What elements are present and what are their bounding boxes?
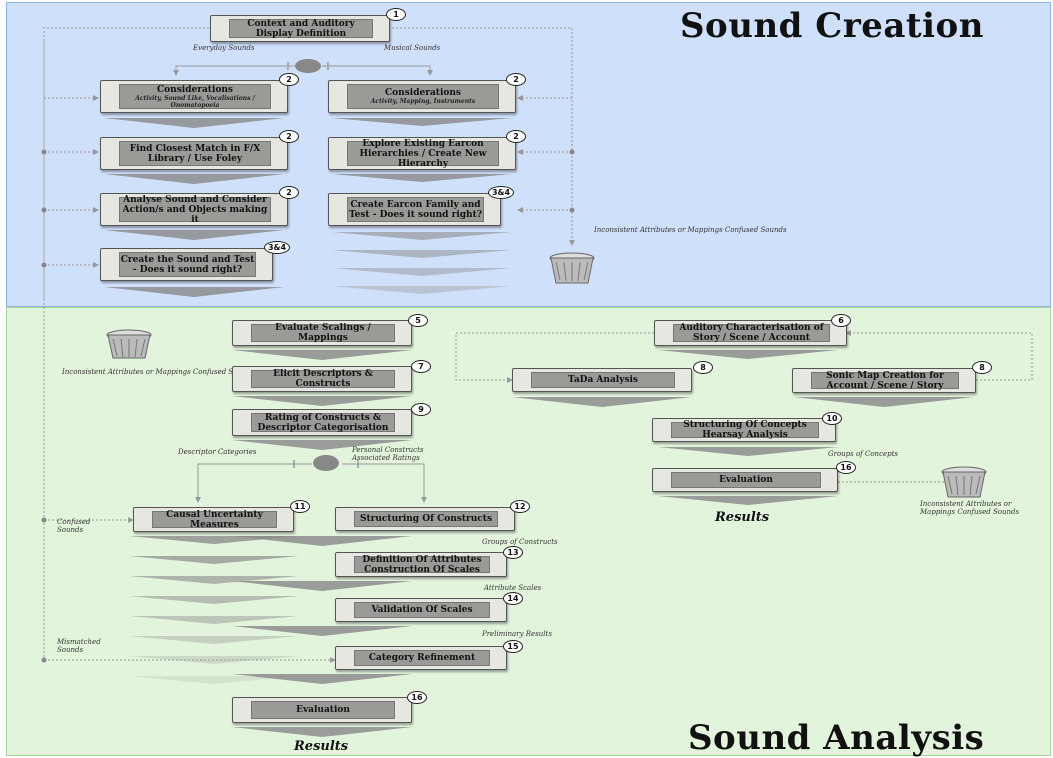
step-badge: 2: [279, 130, 299, 143]
context-definition-label: Context and Auditory Display Definition: [230, 19, 372, 39]
box-title: Elicit Descriptors & Constructs: [252, 369, 394, 389]
step-badge: 2: [279, 186, 299, 199]
structuring-constructs-box: Structuring Of Constructs: [335, 507, 515, 531]
box-title: Causal Uncertainty Measures: [153, 510, 276, 530]
evaluation-box: Evaluation: [232, 697, 412, 723]
box-title: Considerations: [385, 88, 461, 98]
context-definition-box: Context and Auditory Display Definition: [210, 15, 390, 42]
step-badge: 3&4: [488, 186, 514, 199]
box-title: Evaluation: [296, 705, 350, 715]
evaluate-scalings-box: Evaluate Scalings / Mappings: [232, 320, 412, 346]
analysis-discard-label: Inconsistent Attributes or Mappings Conf…: [62, 368, 255, 376]
box-title: Considerations: [157, 85, 233, 95]
step-badge: 16: [836, 461, 856, 474]
rating-constructs-box: Rating of Constructs & Descriptor Catego…: [232, 409, 412, 436]
groups-of-concepts-label: Groups of Concepts: [828, 450, 898, 458]
earcon-family-box: Create Earcon Family and Test - Does it …: [328, 193, 501, 226]
box-title: Rating of Constructs & Descriptor Catego…: [252, 413, 394, 433]
preliminary-results-label: Preliminary Results: [482, 630, 552, 638]
box-subtitle: Activity, Mapping, Instruments: [371, 98, 475, 105]
box-subtitle: Activity, Sound Like, Vocalisations / On…: [120, 95, 270, 109]
attribute-scales-label: Attribute Scales: [484, 584, 541, 592]
step-badge: 16: [407, 691, 427, 704]
step-badge: 8: [693, 361, 713, 374]
box-title: Create Earcon Family and Test - Does it …: [348, 200, 483, 220]
box-title: Create the Sound and Test - Does it soun…: [120, 255, 255, 275]
earcon-hierarchy-box: Explore Existing Earcon Hierarchies / Cr…: [328, 137, 516, 170]
story-results-label: Results: [715, 510, 769, 525]
validation-scales-box: Validation Of Scales: [335, 598, 507, 622]
create-sound-box: Create the Sound and Test - Does it soun…: [100, 248, 273, 281]
step-badge: 14: [503, 592, 523, 605]
sound-analysis-title: Sound Analysis: [688, 718, 984, 758]
step-badge: 9: [411, 403, 431, 416]
box-title: Evaluation: [719, 475, 773, 485]
sonic-map-box: Sonic Map Creation for Account / Scene /…: [792, 368, 976, 393]
box-title: Category Refinement: [369, 653, 475, 663]
category-refinement-box: Category Refinement: [335, 646, 507, 670]
box-title: Validation Of Scales: [371, 605, 472, 615]
analyse-sound-box: Analyse Sound and Consider Action/s and …: [100, 193, 288, 226]
step-badge: 12: [510, 500, 530, 513]
groups-of-constructs-label: Groups of Constructs: [482, 538, 558, 546]
auditory-characterisation-box: Auditory Characterisation of Story / Sce…: [654, 320, 847, 346]
step-badge: 3&4: [264, 241, 290, 254]
step-badge: 1: [386, 8, 406, 21]
mismatched-sounds-label: Mismatched Sounds: [57, 638, 101, 654]
box-title: Analyse Sound and Consider Action/s and …: [120, 195, 270, 225]
step-badge: 11: [290, 500, 310, 513]
box-title: Find Closest Match in F/X Library / Use …: [120, 144, 270, 164]
results-label: Results: [294, 739, 348, 754]
box-title: Explore Existing Earcon Hierarchies / Cr…: [348, 139, 498, 169]
step-badge: 13: [503, 546, 523, 559]
box-title: Definition Of Attributes Construction Of…: [355, 555, 489, 575]
box-title: Structuring Of Constructs: [360, 514, 492, 524]
creation-discard-label: Inconsistent Attributes or Mappings Conf…: [594, 226, 787, 234]
musical-sounds-label: Musical Sounds: [384, 44, 440, 52]
step-badge: 2: [506, 130, 526, 143]
tada-analysis-box: TaDa Analysis: [512, 368, 692, 392]
step-badge: 5: [408, 314, 428, 327]
confused-sounds-label: Confused Sounds: [57, 518, 97, 534]
sound-creation-title: Sound Creation: [680, 6, 984, 46]
box-title: Auditory Characterisation of Story / Sce…: [674, 323, 829, 343]
descriptor-categories-label: Descriptor Categories: [178, 448, 256, 456]
story-discard-label: Inconsistent Attributes or Mappings Conf…: [920, 500, 1040, 516]
fx-library-box: Find Closest Match in F/X Library / Use …: [100, 137, 288, 170]
step-badge: 6: [831, 314, 851, 327]
step-badge: 2: [506, 73, 526, 86]
story-evaluation-box: Evaluation: [652, 468, 838, 492]
step-badge: 15: [503, 640, 523, 653]
box-title: Evaluate Scalings / Mappings: [252, 323, 394, 343]
step-badge: 10: [822, 412, 842, 425]
everyday-sounds-label: Everyday Sounds: [193, 44, 254, 52]
box-title: Sonic Map Creation for Account / Scene /…: [812, 371, 958, 391]
personal-constructs-label: Personal Constructs Associated Ratings: [352, 446, 452, 462]
attribute-definition-box: Definition Of Attributes Construction Of…: [335, 552, 507, 577]
elicit-descriptors-box: Elicit Descriptors & Constructs: [232, 366, 412, 392]
step-badge: 7: [411, 360, 431, 373]
structuring-concepts-box: Structuring Of Concepts Hearsay Analysis: [652, 418, 836, 442]
causal-uncertainty-box: Causal Uncertainty Measures: [133, 507, 294, 532]
box-title: TaDa Analysis: [568, 375, 638, 385]
step-badge: 2: [279, 73, 299, 86]
box-title: Structuring Of Concepts Hearsay Analysis: [672, 420, 818, 440]
step-badge: 8: [972, 361, 992, 374]
